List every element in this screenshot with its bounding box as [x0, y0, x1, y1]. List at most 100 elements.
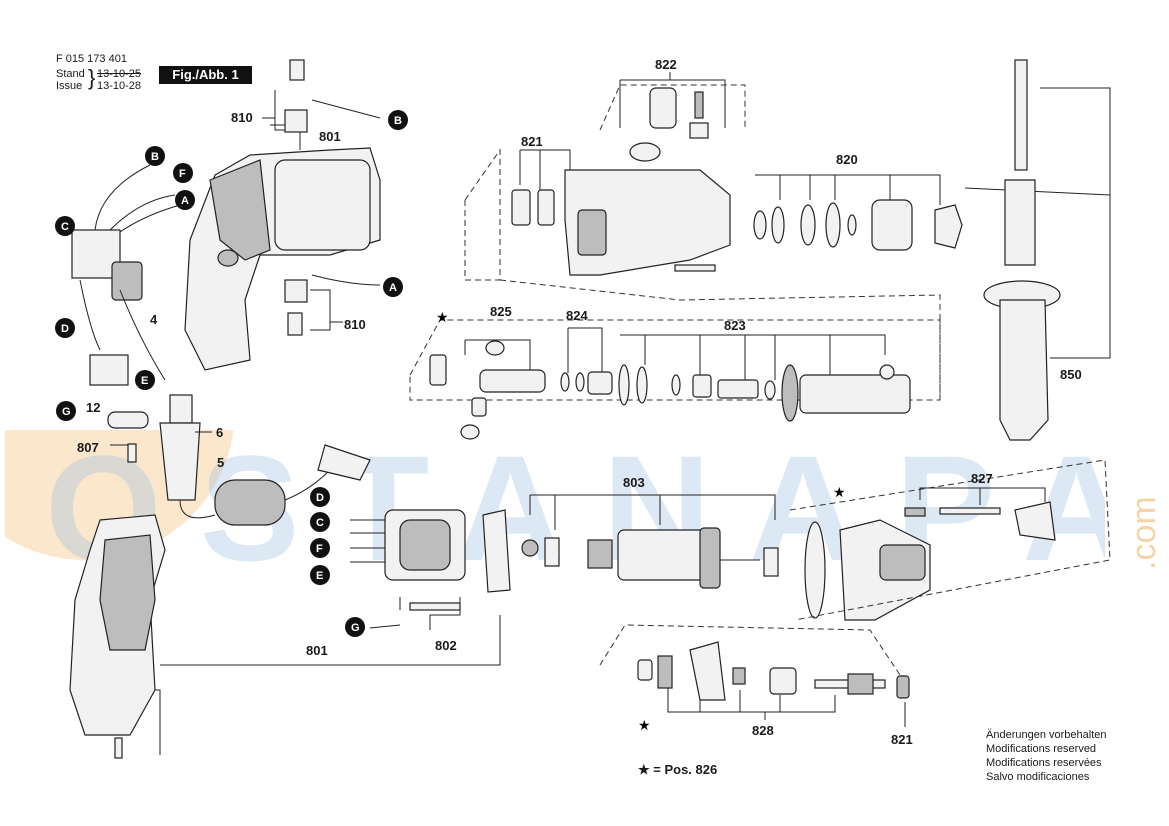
- handle-screw: [114, 737, 123, 759]
- motor-housing-assembly: [184, 124, 381, 371]
- ring-825: [460, 424, 480, 440]
- svg-text:C: C: [316, 517, 324, 529]
- cable-protector: [159, 422, 201, 501]
- gear-teeth: [847, 673, 874, 695]
- callout-810-top: 810: [231, 110, 253, 125]
- svg-text:G: G: [351, 622, 360, 634]
- auxiliary-handle: [964, 59, 1111, 441]
- piston-825: [479, 369, 546, 393]
- switch-knob: [429, 354, 447, 386]
- notes-block: Änderungen vorbehalten Modifications res…: [986, 728, 1106, 784]
- capacitor-12: [89, 354, 129, 386]
- callout-824: 824: [566, 308, 588, 323]
- flange-housing: [879, 544, 926, 581]
- star-flange: ★: [833, 484, 846, 500]
- svg-text:C: C: [61, 221, 69, 233]
- gear-housing-bearing-1: [511, 189, 531, 226]
- ring-820-4: [825, 202, 841, 248]
- callout-810-bottom: 810: [344, 317, 366, 332]
- washer-825: [485, 340, 505, 356]
- lever-827: [1014, 501, 1056, 541]
- flange-seal: [804, 521, 826, 619]
- switch-body: [71, 229, 121, 279]
- armature-bearing-1: [521, 539, 539, 557]
- spindle-row: [409, 319, 941, 440]
- stator-assembly: [350, 509, 466, 630]
- gear-end-bearing: [896, 675, 910, 699]
- sleeve-820: [871, 199, 913, 251]
- svg-text:F: F: [179, 168, 186, 180]
- tag-D-left: D: [55, 318, 75, 338]
- tag-D-stator: D: [310, 487, 330, 507]
- cable-clamp: [107, 411, 149, 463]
- ring-820-3: [800, 204, 816, 246]
- brace: }: [88, 65, 96, 90]
- callout-12: 12: [86, 400, 100, 415]
- tag-E-stator: E: [310, 565, 330, 585]
- brush-holder-top: [262, 59, 381, 133]
- trigger-block: [111, 261, 143, 301]
- tag-A-left: A: [175, 190, 195, 210]
- star-legend: ★ = Pos. 826: [638, 762, 718, 777]
- callout-850: 850: [1060, 367, 1082, 382]
- ring-820-1: [753, 210, 767, 240]
- brush-holder-bottom: [284, 274, 381, 336]
- locking-assembly: [599, 72, 746, 162]
- switch-assembly: [71, 164, 181, 386]
- handle-grip: [99, 534, 156, 651]
- brush-box-top: [284, 109, 308, 133]
- gear-spring: [732, 667, 746, 685]
- pin-825: [471, 397, 487, 417]
- gear-assembly: [599, 624, 910, 727]
- tag-E-left: E: [135, 370, 155, 390]
- old-date: 13-10-25: [97, 68, 142, 80]
- cable-sleeve: [169, 394, 193, 424]
- lock-piece: [689, 122, 709, 139]
- gear-ring-823: [781, 364, 799, 422]
- tag-C-stator: C: [310, 512, 330, 532]
- ball-823: [879, 364, 895, 380]
- lock-sleeve: [649, 87, 677, 129]
- power-plug: [317, 444, 371, 481]
- striker-823: [717, 379, 759, 399]
- svg-text:A: A: [389, 282, 397, 294]
- ring-823-4: [764, 380, 776, 400]
- brush-top: [289, 59, 305, 81]
- issue-label: Issue: [56, 80, 83, 92]
- cap-820: [934, 204, 963, 249]
- note-fr: Modifications reservées: [986, 757, 1102, 769]
- bushing-824: [587, 371, 613, 395]
- svg-text:E: E: [316, 570, 323, 582]
- svg-text:F: F: [316, 543, 323, 555]
- spindle-823: [799, 374, 911, 414]
- rod-827: [939, 507, 1001, 515]
- callout-801-top: 801: [319, 129, 341, 144]
- callout-825: 825: [490, 304, 512, 319]
- gear-coupling: [769, 667, 797, 695]
- callout-801-bottom: 801: [306, 643, 328, 658]
- callout-4: 4: [150, 312, 158, 327]
- handle-grip-850: [999, 299, 1049, 441]
- bushing-823: [692, 374, 712, 398]
- clamp-plate: [107, 411, 149, 429]
- svg-text:.com: .com: [1125, 496, 1163, 570]
- note-es: Salvo modificaciones: [986, 771, 1090, 783]
- ring-820-5: [847, 214, 857, 236]
- gear-housing: [464, 148, 941, 400]
- callout-802: 802: [435, 638, 457, 653]
- stand-label: Stand: [56, 68, 85, 80]
- cable-strain-relief: [214, 479, 286, 526]
- tag-C-left: C: [55, 216, 75, 236]
- callout-821-bottom: 821: [891, 732, 913, 747]
- tool-holder-assembly: [753, 174, 963, 251]
- fan-baffle: [482, 509, 511, 593]
- housing-boss: [217, 249, 239, 267]
- part-number: F 015 173 401: [56, 53, 127, 65]
- ring-824-1: [560, 372, 570, 392]
- armature-fan: [699, 527, 721, 589]
- power-cable: [159, 394, 371, 526]
- clamp-screw: [127, 443, 137, 463]
- ring-823-3: [671, 374, 681, 396]
- handle-clamp: [1004, 179, 1036, 266]
